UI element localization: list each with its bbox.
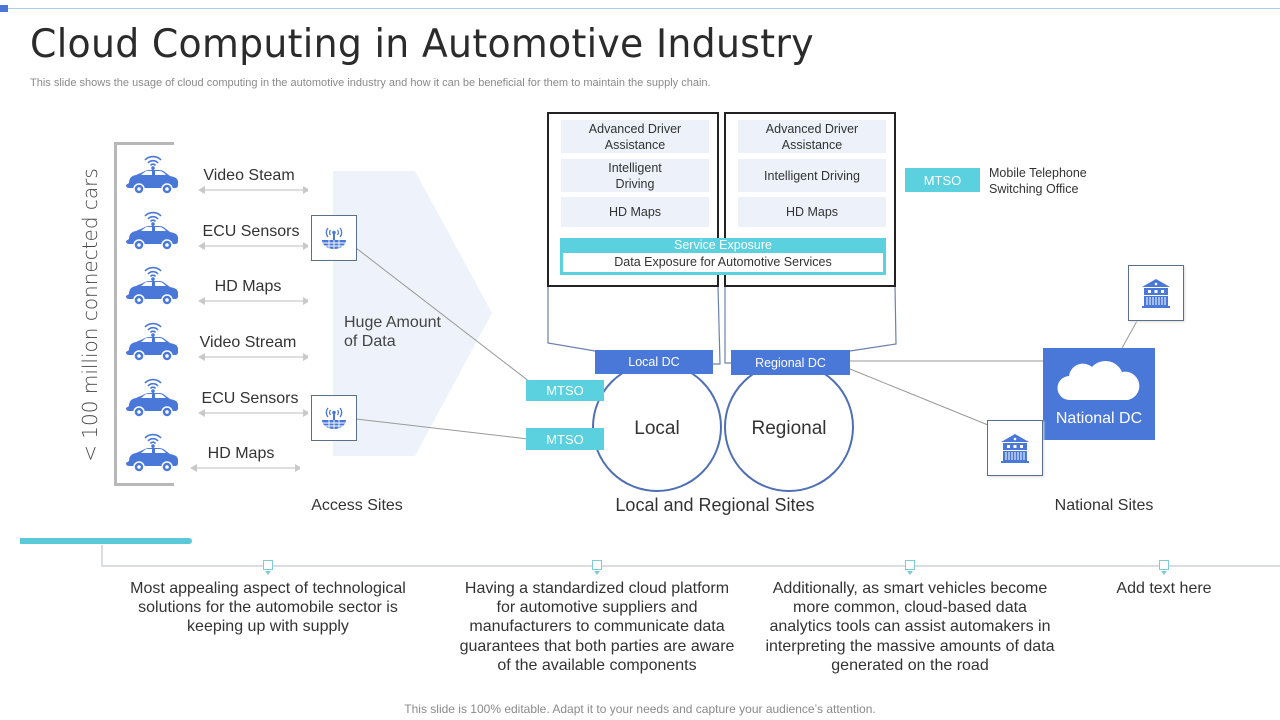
page-title: Cloud Computing in Automotive Industry xyxy=(30,22,814,67)
connected-car xyxy=(126,320,180,369)
mtso-legend-line: Mobile Telephone xyxy=(989,166,1087,180)
timeline-marker-icon xyxy=(591,560,603,581)
data-stream-label: ECU Sensors xyxy=(201,390,299,407)
timeline-marker-icon xyxy=(262,560,274,581)
connected-car xyxy=(126,376,180,425)
connected-car-icon xyxy=(126,266,178,306)
connector-line xyxy=(355,418,529,440)
bidirectional-arrow-icon xyxy=(198,409,308,417)
access-sites-label: Access Sites xyxy=(311,497,403,514)
national-sites-label: National Sites xyxy=(1054,497,1154,514)
antenna-tower-icon xyxy=(322,407,346,430)
mtso-tag[interactable]: MTSO xyxy=(526,428,604,450)
timeline-accent-bar xyxy=(20,538,192,544)
antenna-tower-icon xyxy=(322,227,346,250)
footer-note: This slide is 100% editable. Adapt it to… xyxy=(404,702,876,716)
connected-car-icon xyxy=(126,378,178,418)
timeline-note: Additionally, as smart vehicles become m… xyxy=(765,580,1055,674)
local-dc-tag[interactable]: Local DC xyxy=(595,350,713,374)
cloud-icon xyxy=(1057,360,1140,401)
huge-data-label: Huge Amount of Data xyxy=(344,313,441,351)
connector-line xyxy=(1121,320,1138,349)
bank-building-icon xyxy=(1001,434,1029,463)
local-funnel xyxy=(547,286,596,352)
regional-dc-tag[interactable]: Regional DC xyxy=(731,350,850,375)
regional-service-item: HD Maps xyxy=(738,197,886,227)
local-regional-sites-label: Local and Regional Sites xyxy=(615,495,815,515)
regional-funnel xyxy=(849,285,897,352)
bidirectional-arrow-icon xyxy=(190,464,300,472)
timeline-marker-icon xyxy=(904,560,916,581)
local-funnel-right xyxy=(712,285,721,365)
local-circle-label: Local xyxy=(634,418,680,439)
mtso-legend-swatch: MTSO xyxy=(905,168,980,192)
timeline-note: Having a standardized cloud platform for… xyxy=(459,580,735,674)
national-dc-box[interactable] xyxy=(1043,348,1155,440)
national-site-box[interactable] xyxy=(1128,265,1184,321)
connected-car-icon xyxy=(126,211,178,251)
connected-car xyxy=(126,264,180,313)
bidirectional-arrow-icon xyxy=(198,297,308,305)
data-stream-label: Video Stream xyxy=(199,334,297,351)
data-exposure-label: Data Exposure for Automotive Services xyxy=(563,253,883,272)
mtso-legend-line: Switching Office xyxy=(989,182,1079,196)
huge-data-line: Huge Amount xyxy=(344,314,441,331)
regional-service-item: Intelligent Driving xyxy=(738,159,886,192)
regional-funnel-left xyxy=(724,286,731,364)
timeline-note: Most appealing aspect of technological s… xyxy=(130,580,406,636)
mtso-tag[interactable]: MTSO xyxy=(526,380,604,401)
connected-car xyxy=(126,431,180,480)
connected-car-icon xyxy=(126,155,178,195)
bidirectional-arrow-icon xyxy=(198,353,308,361)
antenna-tower-box[interactable] xyxy=(311,395,357,441)
regional-circle-label: Regional xyxy=(751,418,827,439)
national-site-box[interactable] xyxy=(987,420,1043,476)
bank-building-icon xyxy=(1142,279,1170,308)
data-stream-label: HD Maps xyxy=(214,278,282,295)
national-dc-label: National DC xyxy=(1055,410,1143,427)
timeline-line xyxy=(101,545,1280,567)
connected-car-icon xyxy=(126,433,178,473)
bidirectional-arrow-icon xyxy=(198,242,308,250)
data-stream-label: HD Maps xyxy=(207,445,275,462)
connector-line xyxy=(849,368,989,426)
cars-bracket xyxy=(114,142,174,486)
antenna-tower-box[interactable] xyxy=(311,215,357,261)
page-subtitle: This slide shows the usage of cloud comp… xyxy=(30,77,711,89)
cars-count-label: < 100 million connected cars xyxy=(78,168,102,462)
data-stream-label: ECU Sensors xyxy=(202,223,300,240)
connected-car xyxy=(126,209,180,258)
local-service-item: Advanced Driver Assistance xyxy=(561,120,709,153)
top-divider xyxy=(0,8,1280,9)
local-service-item: Intelligent Driving xyxy=(561,159,709,192)
service-exposure-label: Service Exposure xyxy=(674,238,772,252)
mtso-legend-text: Mobile Telephone Switching Office xyxy=(989,165,1087,197)
regional-service-item: Advanced Driver Assistance xyxy=(738,120,886,153)
connected-car xyxy=(126,153,180,202)
connected-car-icon xyxy=(126,322,178,362)
timeline-marker-icon xyxy=(1158,560,1170,581)
data-flow-chevron xyxy=(333,171,492,456)
timeline-note: Add text here xyxy=(1116,580,1212,597)
bidirectional-arrow-icon xyxy=(198,186,308,194)
connector-line xyxy=(355,247,531,383)
huge-data-line: of Data xyxy=(344,333,396,350)
top-accent-mark xyxy=(0,5,8,12)
data-stream-label: Video Steam xyxy=(203,167,295,184)
local-service-item: HD Maps xyxy=(561,197,709,227)
